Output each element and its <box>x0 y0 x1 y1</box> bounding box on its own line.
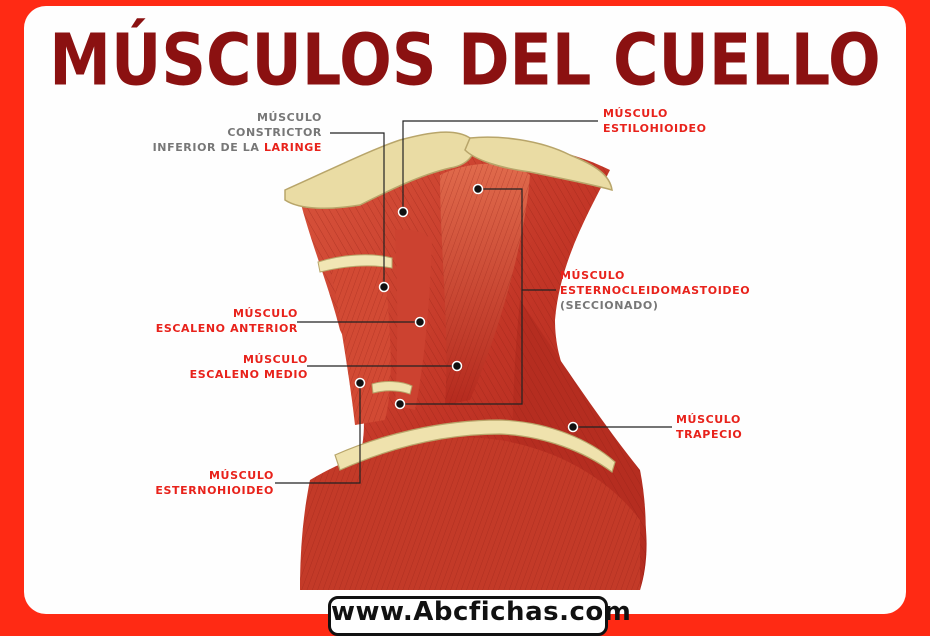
page-title: MÚSCULOS DEL CUELLO <box>49 18 881 102</box>
label-constrictor-line2: CONSTRICTOR <box>227 126 322 139</box>
marker-esternocleido <box>472 183 484 195</box>
label-escaleno-anterior: MÚSCULO ESCALENO ANTERIOR <box>130 306 298 336</box>
label-escaleno-medio-line2: ESCALENO MEDIO <box>189 368 308 381</box>
website-url[interactable]: www.Abcfichas.com <box>331 597 632 627</box>
label-esternocleido-line3: (SECCIONADO) <box>560 299 659 312</box>
marker-esternocleido-lower <box>394 398 406 410</box>
leader-esternocleido <box>400 188 523 405</box>
leader-constrictor <box>330 132 385 287</box>
label-trapecio-line2: TRAPECIO <box>676 428 743 441</box>
sternum-bone <box>371 381 413 395</box>
label-escaleno-medio: MÚSCULO ESCALENO MEDIO <box>150 352 308 382</box>
label-esternohioideo: MÚSCULO ESTERNOHIOIDEO <box>120 468 274 498</box>
pectoral-area <box>300 437 640 590</box>
marker-dots <box>354 183 579 433</box>
marker-constrictor <box>378 281 390 293</box>
marker-escaleno-medio <box>451 360 463 372</box>
neck-muscles-illustration <box>275 120 672 590</box>
marker-esternohioideo <box>354 377 366 389</box>
leader-esternohioideo <box>275 383 361 484</box>
leader-estilohioideo <box>402 120 598 212</box>
label-escaleno-anterior-line1: MÚSCULO <box>233 307 298 320</box>
label-constrictor-prefix: INFERIOR DE LA <box>152 141 264 154</box>
label-esternohioideo-line2: ESTERNOHIOIDEO <box>155 484 274 497</box>
sternocleidomastoid-muscle <box>440 163 530 405</box>
label-esternocleidomastoideo: MÚSCULO ESTERNOCLEIDOMASTOIDEO (SECCIONA… <box>560 268 750 313</box>
marker-trapecio <box>567 421 579 433</box>
label-escaleno-anterior-line2: ESCALENO ANTERIOR <box>155 322 298 335</box>
website-badge[interactable]: www.Abcfichas.com <box>328 596 631 636</box>
label-trapecio: MÚSCULO TRAPECIO <box>676 412 742 442</box>
label-estilohioideo-line2: ESTILOHIOIDEO <box>603 122 707 135</box>
label-constrictor-line3: INFERIOR DE LA LARINGE <box>140 140 322 155</box>
label-trapecio-line1: MÚSCULO <box>676 413 741 426</box>
label-esternocleido-line1: MÚSCULO <box>560 269 625 282</box>
label-estilohioideo: MÚSCULO ESTILOHIOIDEO <box>603 106 707 136</box>
marker-estilohioideo <box>397 206 409 218</box>
hyoid-bone <box>317 254 393 273</box>
leader-lines <box>275 120 672 484</box>
marker-escaleno-anterior <box>414 316 426 328</box>
label-estilohioideo-line1: MÚSCULO <box>603 107 668 120</box>
label-escaleno-medio-line1: MÚSCULO <box>243 353 308 366</box>
label-constrictor-line1: MÚSCULO <box>257 111 322 124</box>
label-esternohioideo-line1: MÚSCULO <box>209 469 274 482</box>
label-constrictor-highlight: LARINGE <box>263 141 322 154</box>
label-esternocleido-line2: ESTERNOCLEIDOMASTOIDEO <box>560 284 751 297</box>
clavicle-bone <box>334 419 616 473</box>
label-constrictor: MÚSCULO CONSTRICTOR INFERIOR DE LA LARIN… <box>140 110 322 155</box>
mandible-bone <box>284 131 613 210</box>
